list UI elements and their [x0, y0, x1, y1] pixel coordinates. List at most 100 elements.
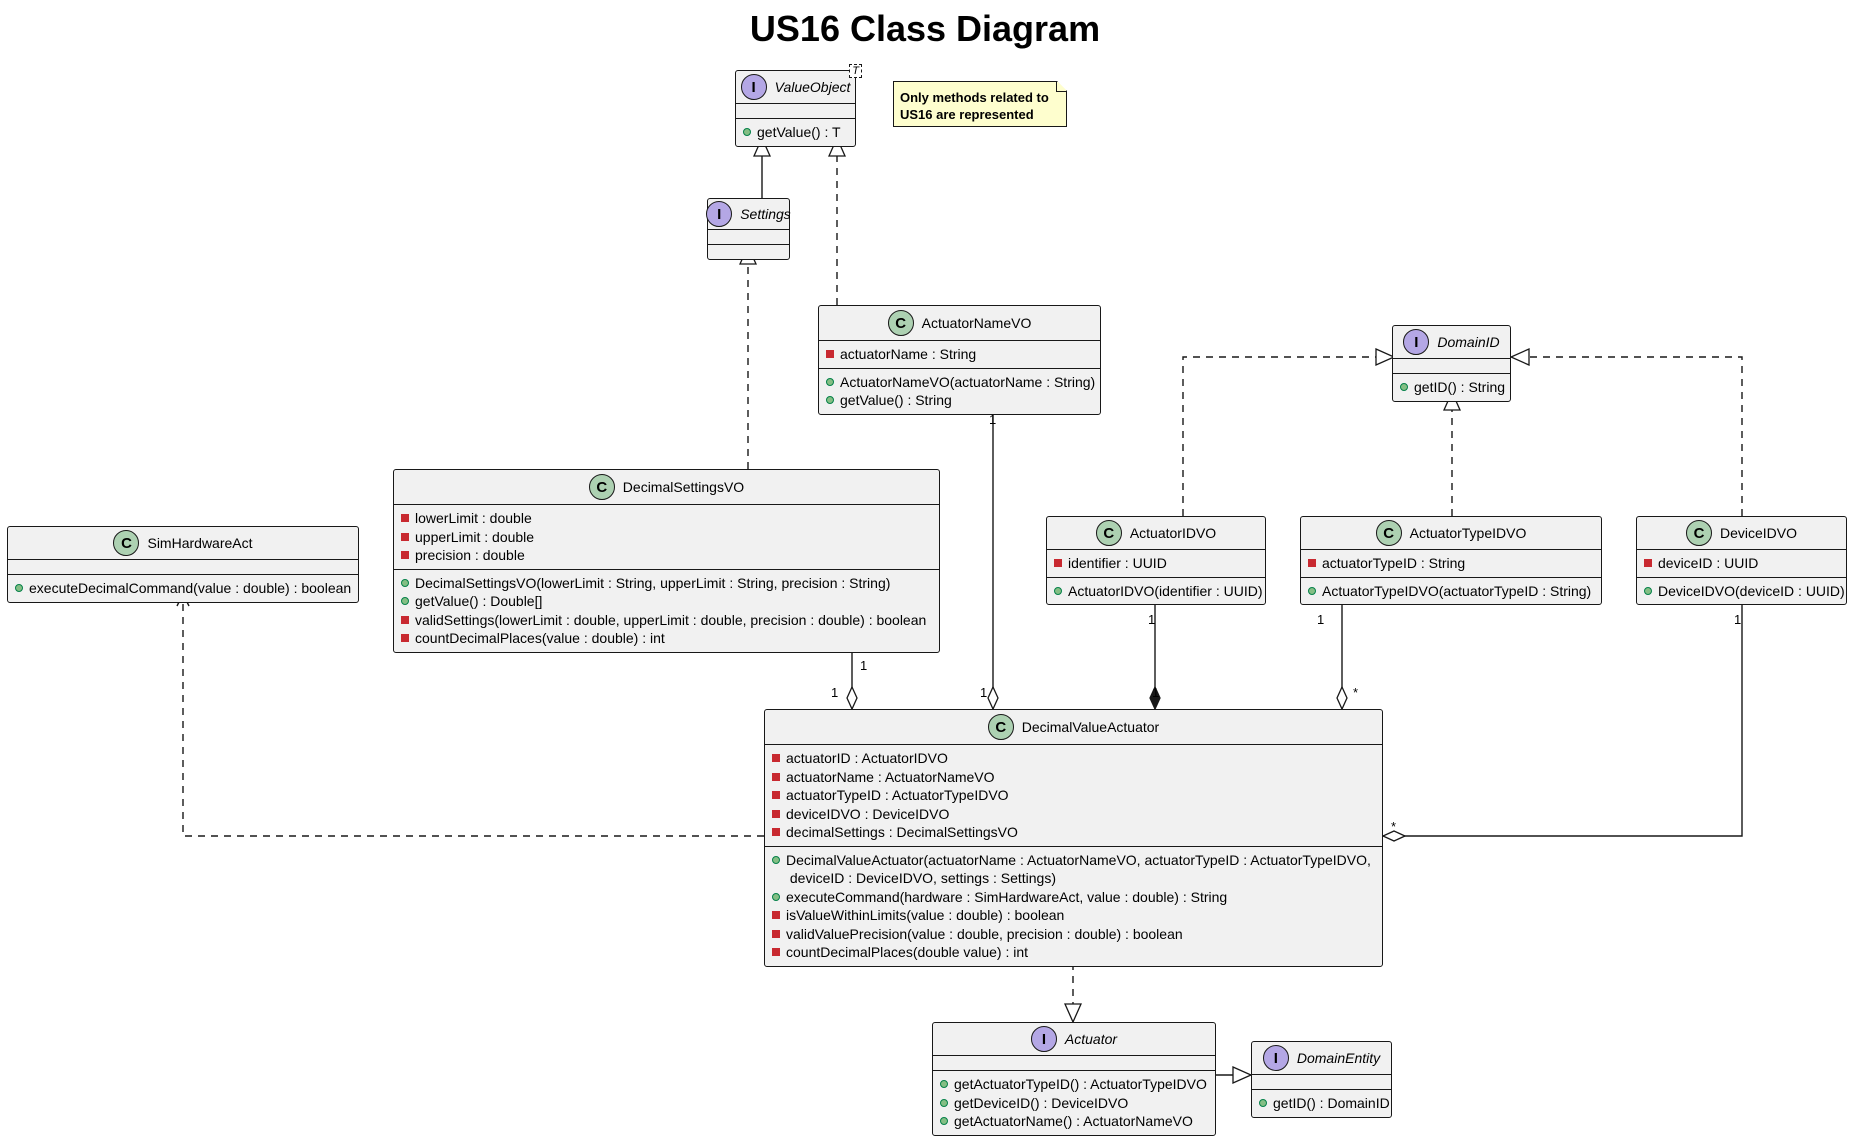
field-row: upperLimit : double — [401, 528, 932, 547]
method-row: DecimalValueActuator(actuatorName : Actu… — [772, 851, 1375, 888]
fields-section: actuatorTypeID : String — [1301, 550, 1601, 578]
method-row: getValue() : T — [743, 123, 848, 142]
field-text: decimalSettings : DecimalSettingsVO — [786, 824, 1018, 840]
private-visibility-icon — [1308, 559, 1316, 567]
method-text: validSettings(lowerLimit : double, upper… — [415, 611, 927, 628]
private-visibility-icon — [826, 350, 834, 358]
mult-decsettings-src: 1 — [860, 658, 868, 673]
public-visibility-icon — [1308, 586, 1316, 595]
method-row: validSettings(lowerLimit : double, upper… — [401, 611, 932, 630]
private-visibility-icon — [772, 809, 780, 818]
field-text: actuatorName : String — [840, 346, 977, 362]
field-row: lowerLimit : double — [401, 509, 932, 528]
field-row: actuatorName : String — [826, 345, 1093, 364]
public-visibility-icon — [940, 1098, 948, 1107]
methods-section: getID() : String — [1393, 374, 1510, 401]
mult-decsettings-dst: 1 — [831, 685, 839, 700]
methods-section: getActuatorTypeID() : ActuatorTypeIDVO ge… — [933, 1071, 1215, 1135]
mult-device-dst: * — [1391, 819, 1397, 834]
class-name: Actuator — [1064, 1031, 1118, 1047]
mult-actname-dst: 1 — [980, 685, 988, 700]
methods-section: getID() : DomainID — [1252, 1090, 1391, 1117]
field-text: deviceIDVO : DeviceIDVO — [786, 805, 950, 822]
method-row: getDeviceID() : DeviceIDVO — [940, 1094, 1208, 1113]
public-visibility-icon — [401, 597, 409, 605]
private-visibility-icon — [772, 772, 780, 781]
method-row: ActuatorTypeIDVO(actuatorTypeID : String… — [1308, 582, 1594, 601]
public-visibility-icon — [772, 855, 780, 864]
interface-icon: I — [1403, 329, 1430, 355]
methods-section: executeDecimalCommand(value : double) : … — [8, 575, 358, 602]
method-row: ActuatorNameVO(actuatorName : String) — [826, 373, 1096, 392]
fields-section — [736, 104, 855, 119]
mult-actid-src: 1 — [1148, 612, 1156, 627]
note-fold — [1056, 82, 1066, 92]
field-text: precision : double — [415, 547, 525, 563]
class-icon: C — [113, 530, 140, 556]
class-name: ActuatorNameVO — [921, 315, 1032, 331]
public-visibility-icon — [1644, 586, 1652, 595]
method-text: getValue() : Double[] — [415, 593, 543, 609]
public-visibility-icon — [826, 396, 834, 404]
method-text: validValuePrecision(value : double, prec… — [786, 925, 1183, 942]
method-text: getValue() : String — [840, 392, 952, 408]
field-text: deviceID : UUID — [1658, 555, 1759, 571]
method-text: executeCommand(hardware : SimHardwareAct… — [786, 888, 1228, 905]
methods-section — [708, 245, 789, 259]
method-text: DecimalValueActuator(actuatorName : Actu… — [786, 851, 1371, 887]
class-icon: C — [1375, 520, 1402, 546]
field-row: actuatorTypeID : ActuatorTypeIDVO — [772, 786, 1375, 805]
public-visibility-icon — [15, 584, 23, 592]
fields-section: deviceID : UUID — [1637, 550, 1846, 578]
method-text: getID() : String — [1414, 379, 1506, 395]
fields-section — [933, 1056, 1215, 1071]
method-text: getDeviceID() : DeviceIDVO — [954, 1094, 1129, 1111]
method-text: getID() : DomainID — [1273, 1095, 1390, 1111]
mult-acttype-src: 1 — [1317, 612, 1325, 627]
method-row: isValueWithinLimits(value : double) : bo… — [772, 906, 1375, 925]
field-text: upperLimit : double — [415, 528, 535, 545]
private-visibility-icon — [772, 791, 780, 799]
mult-device-src: 1 — [1734, 612, 1742, 627]
methods-section: DecimalValueActuator(actuatorName : Actu… — [765, 847, 1382, 966]
field-text: lowerLimit : double — [415, 510, 532, 526]
fields-section — [1252, 1075, 1391, 1090]
private-visibility-icon — [401, 634, 409, 642]
methods-section: ActuatorNameVO(actuatorName : String) get… — [819, 369, 1100, 414]
private-visibility-icon — [772, 948, 780, 956]
method-row: executeDecimalCommand(value : double) : … — [15, 579, 351, 598]
method-row: DecimalSettingsVO(lowerLimit : String, u… — [401, 574, 932, 593]
method-text: DeviceIDVO(deviceID : UUID) — [1658, 582, 1845, 599]
note: Only methods related to US16 are represe… — [893, 81, 1067, 127]
public-visibility-icon — [743, 128, 751, 136]
fields-section — [1393, 359, 1510, 374]
method-text: ActuatorNameVO(actuatorName : String) — [840, 373, 1096, 390]
methods-section: DeviceIDVO(deviceID : UUID) — [1637, 578, 1846, 605]
method-row: getID() : DomainID — [1259, 1094, 1390, 1113]
methods-section: ActuatorIDVO(identifier : UUID) — [1047, 578, 1265, 605]
fields-section — [708, 230, 789, 245]
edge-actuatoridvo-domainid — [1182, 357, 1394, 516]
method-text: getActuatorTypeID() : ActuatorTypeIDVO — [954, 1076, 1207, 1092]
field-row: deviceIDVO : DeviceIDVO — [772, 805, 1375, 824]
class-icon: C — [887, 310, 914, 336]
class-name: DecimalSettingsVO — [622, 479, 745, 495]
